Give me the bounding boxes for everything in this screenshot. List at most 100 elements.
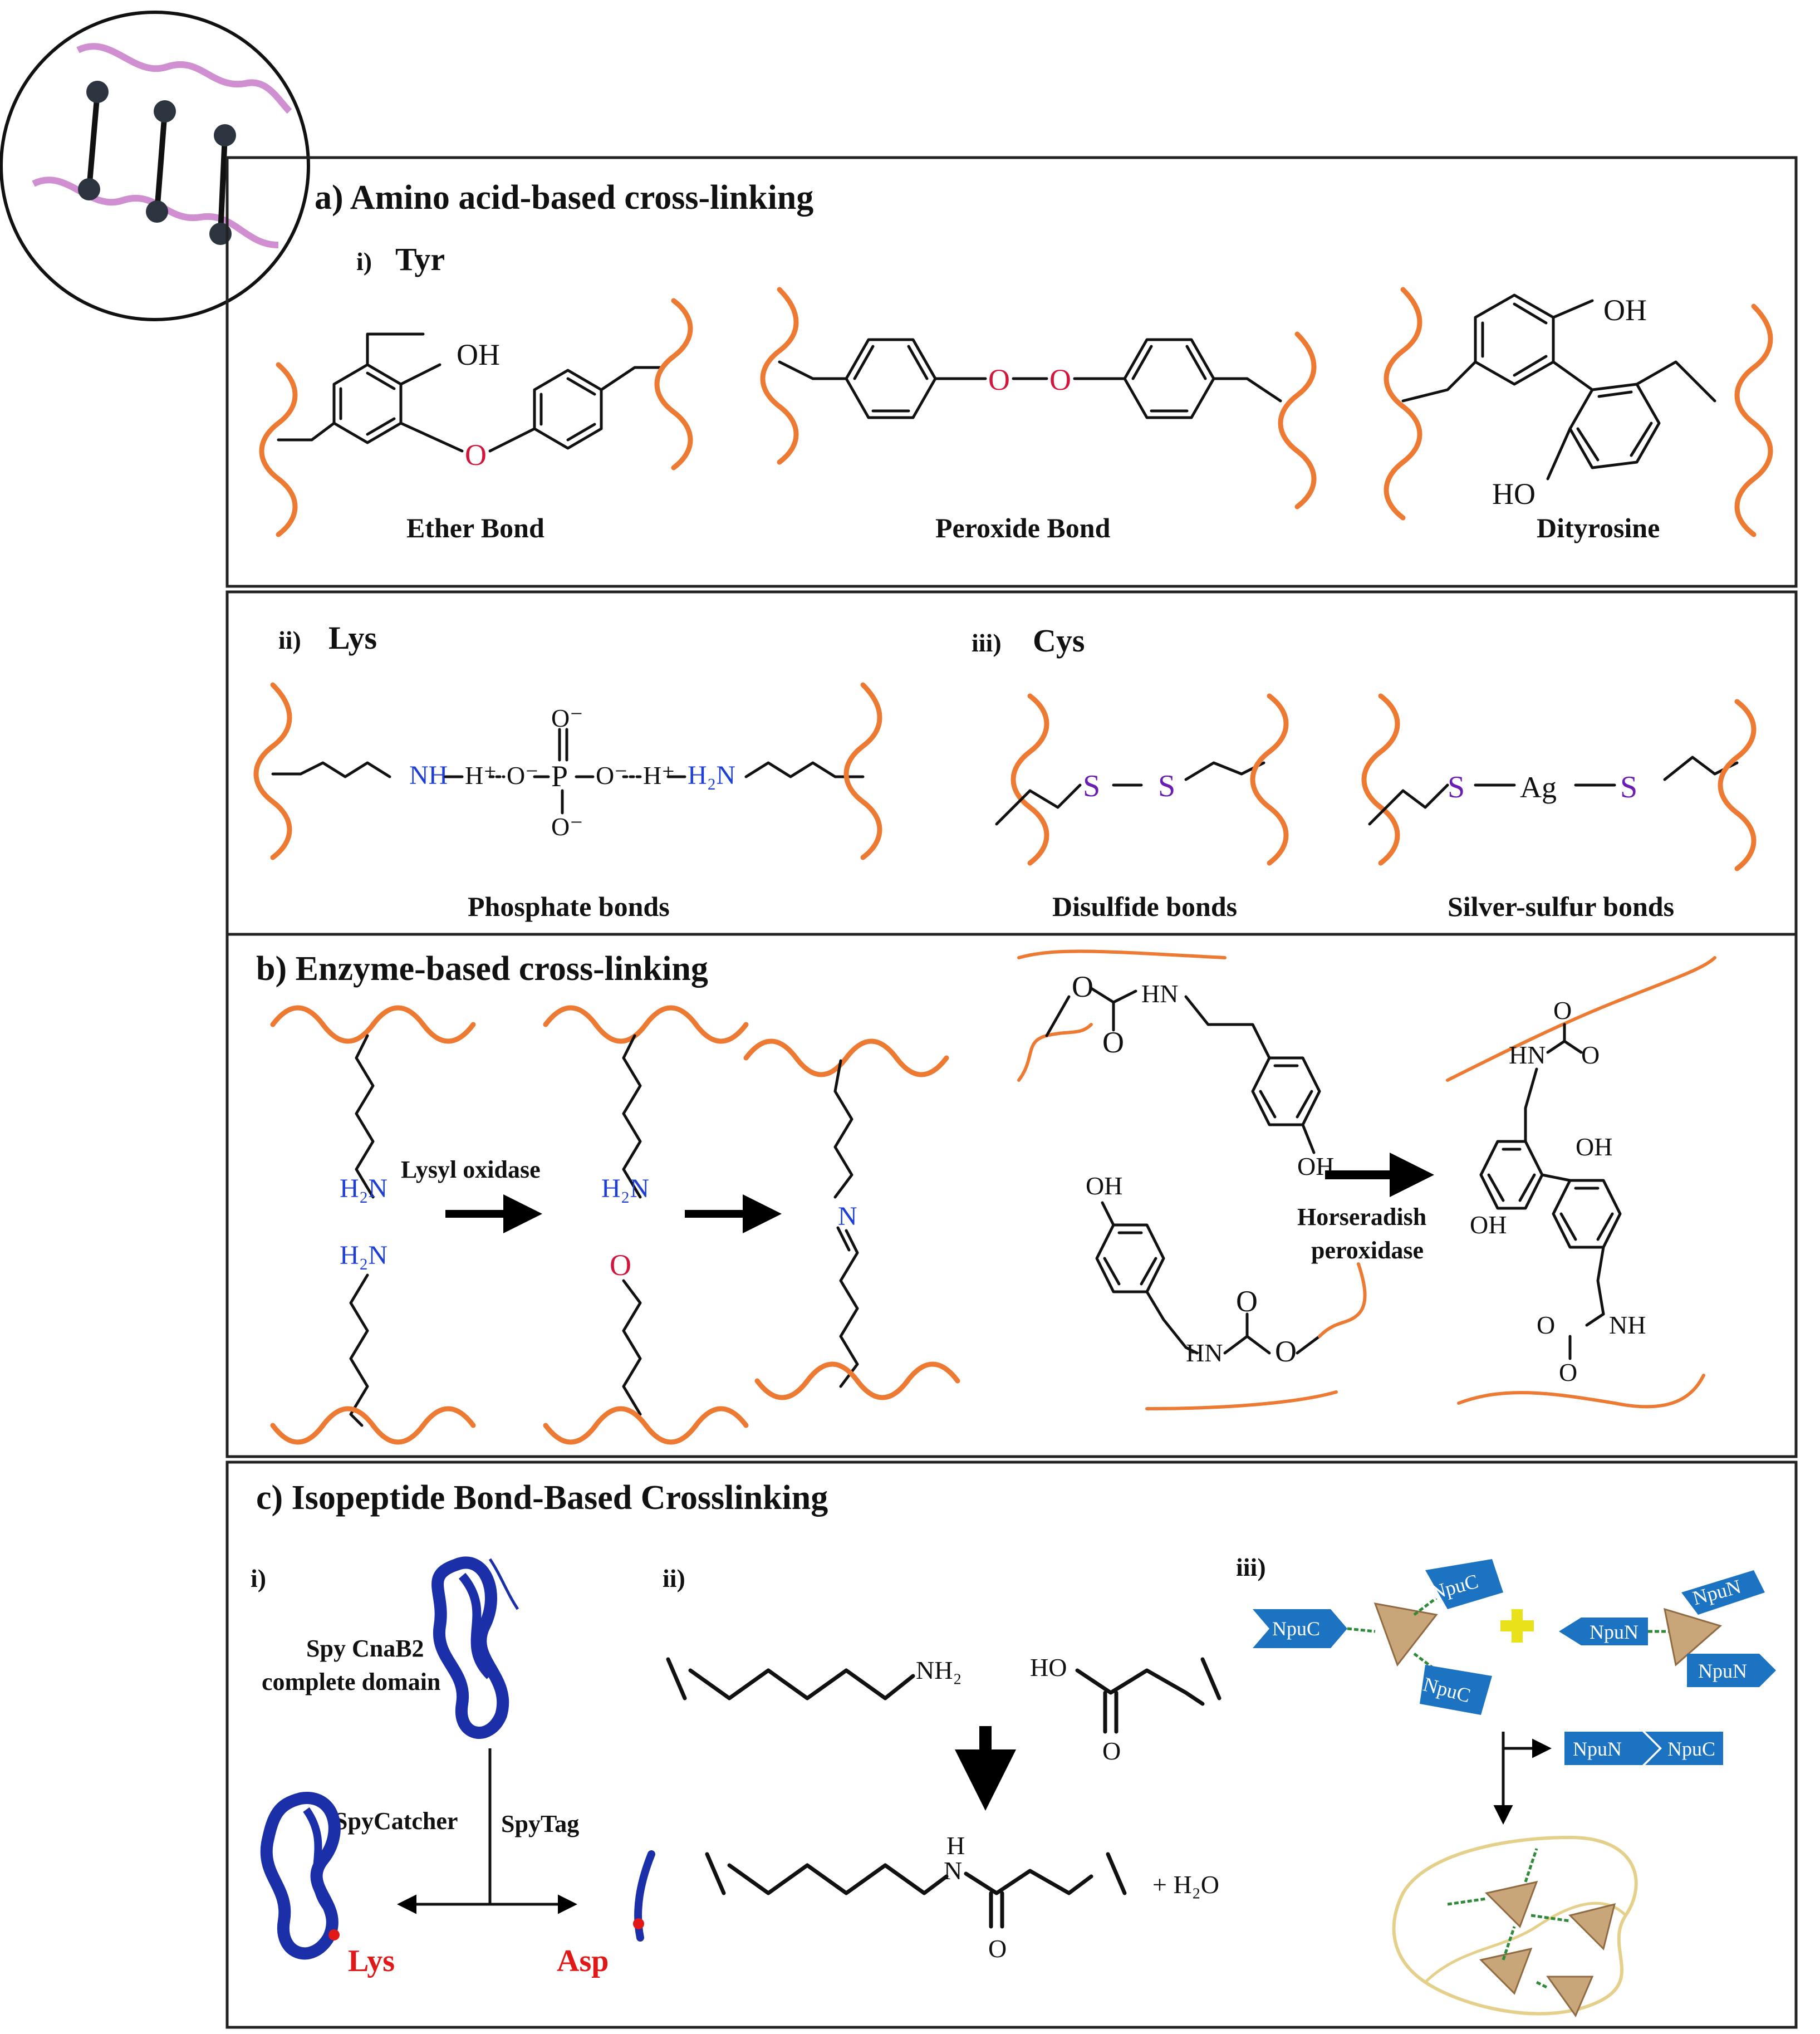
iso-product-o: O: [988, 1934, 1007, 1963]
spy-domain-label-2: complete domain: [262, 1668, 440, 1695]
section-b-title: b) Enzyme-based cross-linking: [256, 950, 708, 988]
iso-product-h: H: [946, 1831, 965, 1860]
hrp-label-1: Horseradish: [1297, 1203, 1426, 1231]
isopeptide-reactants: NH₂ HO O: [666, 1653, 1221, 1765]
lysyl-panel-product: N: [743, 1038, 960, 1400]
section-c-title: c) Isopeptide Bond-Based Crosslinking: [256, 1479, 828, 1517]
isopeptide-product: H N O: [705, 1831, 1127, 1963]
peroxide-bond-caption: Peroxide Bond: [935, 512, 1111, 543]
silver-s-1: S: [1448, 770, 1465, 805]
silver-sulfur-caption: Silver-sulfur bonds: [1448, 891, 1674, 922]
npun-tag-3: NpuN: [1698, 1660, 1747, 1682]
dityrosine-ho-bottom: HO: [1492, 477, 1536, 511]
c-sub-i: i): [251, 1564, 266, 1592]
hrp-bottom-oh: OH: [1086, 1172, 1122, 1200]
disulfide-s-1: S: [1083, 769, 1100, 803]
ether-oh: OH: [457, 338, 500, 371]
disulfide-caption: Disulfide bonds: [1052, 891, 1237, 922]
lysyl-oxidase-label: Lysyl oxidase: [401, 1156, 541, 1183]
hrp-product-o-ester-bottom: O: [1559, 1358, 1577, 1386]
phosphate-o-left: O⁻: [507, 761, 539, 790]
lysyl-intermediate-o: O: [610, 1248, 631, 1282]
peroxide-oxygen-1: O: [988, 363, 1010, 396]
plus-sign: [1500, 1609, 1534, 1643]
npu-network: [1392, 1835, 1638, 2018]
lysyl-product-n: N: [838, 1202, 857, 1231]
iso-product-n: N: [944, 1856, 962, 1885]
phosphate-p: P: [551, 759, 568, 793]
hrp-product-o-bottom: O: [1537, 1311, 1555, 1339]
dityrosine-caption: Dityrosine: [1537, 512, 1660, 543]
cys-roman: iii): [972, 629, 1002, 657]
spytag-label: SpyTag: [501, 1810, 579, 1837]
lysyl-intermediate-h2n: H₂N: [601, 1174, 649, 1203]
section-b-frame: [225, 933, 1798, 1458]
asp-label: Asp: [557, 1944, 609, 1978]
iso-ho: HO: [1030, 1653, 1067, 1682]
npu-byproduct: NpuN NpuC: [1564, 1732, 1723, 1765]
section-c-frame: [225, 1460, 1798, 2029]
ether-bond-structure: OH O: [259, 298, 693, 537]
hrp-product: O HN O OH OH O NH O: [1446, 956, 1716, 1409]
ether-oxygen: O: [465, 438, 487, 472]
spycatcher-protein: [260, 1792, 341, 1960]
hrp-bottom-o-ester: O: [1275, 1335, 1297, 1368]
silver-sulfur-bond-structure: S Ag S: [1361, 693, 1757, 871]
dityrosine-structure: OH HO: [1384, 287, 1773, 537]
lysyl-h2n-top: H₂N: [340, 1174, 387, 1203]
phosphate-o-right: O⁻: [596, 761, 628, 790]
npuc-tag-1: NpuC: [1272, 1618, 1320, 1640]
iso-nh2: NH₂: [916, 1656, 961, 1684]
peroxide-oxygen-2: O: [1049, 363, 1071, 396]
tyr-roman: i): [356, 247, 372, 276]
hrp-product-nh: NH: [1609, 1311, 1646, 1339]
hrp-reactants: O O HN OH OH HN O O: [1017, 949, 1367, 1410]
cys-label: Cys: [1033, 623, 1085, 659]
ether-bond-caption: Ether Bond: [406, 512, 544, 543]
section-a-title: a) Amino acid-based cross-linking: [315, 179, 813, 217]
npuc-tag-byproduct: NpuC: [1667, 1738, 1715, 1760]
peroxide-bond-structure: O O: [760, 287, 1317, 509]
c-sub-ii: ii): [663, 1564, 685, 1592]
spycatcher-label: SpyCatcher: [334, 1807, 458, 1835]
npun-tag-1: NpuN: [1590, 1621, 1639, 1643]
tyr-label: Tyr: [395, 241, 445, 277]
spy-cnab2-domain: [431, 1556, 519, 1739]
hrp-product-o-top: O: [1581, 1041, 1600, 1069]
npu-reactant-right: NpuN NpuN NpuN: [1559, 1570, 1776, 1687]
lys-label: Lys: [328, 620, 377, 656]
hrp-top-o-ester: O: [1072, 970, 1093, 1003]
hrp-product-oh-1: OH: [1576, 1133, 1612, 1161]
hrp-top-hn: HN: [1141, 979, 1178, 1008]
dityrosine-oh-top: OH: [1603, 293, 1647, 327]
spytag-peptide: [633, 1850, 655, 1942]
hrp-top-o-carbonyl: O: [1102, 1026, 1124, 1059]
iso-plus-water: + H₂O: [1152, 1870, 1219, 1899]
spy-domain-label-1: Spy CnaB2: [306, 1635, 424, 1662]
disulfide-bond-structure: S S: [995, 693, 1289, 866]
phosphate-bond-structure: NH H⁺ O⁻ P O⁻ O⁻ O⁻ H⁺ H₂N: [253, 682, 882, 860]
lys-roman: ii): [278, 626, 301, 654]
npu-reactant-left: NpuC NpuC NpuC: [1253, 1559, 1503, 1715]
lysyl-panel-reactant: H₂N H₂N: [270, 1005, 476, 1445]
lysyl-h2n-bottom: H₂N: [340, 1241, 387, 1270]
hrp-label-2: peroxidase: [1311, 1237, 1424, 1264]
c-sub-iii: iii): [1236, 1553, 1266, 1581]
phosphate-nh-left: NH: [409, 761, 448, 790]
lys-label: Lys: [348, 1944, 395, 1978]
hrp-product-o-ester-top: O: [1553, 996, 1572, 1025]
disulfide-s-2: S: [1158, 769, 1175, 803]
hrp-bottom-o-carbonyl: O: [1236, 1285, 1258, 1318]
section-a-tyr-frame: [225, 156, 1798, 588]
silver-ag: Ag: [1520, 771, 1557, 804]
hrp-product-oh-2: OH: [1470, 1210, 1507, 1239]
hrp-bottom-hn: HN: [1186, 1339, 1223, 1367]
phosphate-o-bottom: O⁻: [551, 812, 583, 841]
section-a-lys-cys-frame: [225, 590, 1798, 936]
phosphate-caption: Phosphate bonds: [468, 891, 670, 922]
hrp-product-hn: HN: [1509, 1041, 1546, 1069]
crosslink-icon: [0, 11, 310, 321]
npun-tag-byproduct: NpuN: [1573, 1738, 1622, 1760]
silver-s-2: S: [1620, 770, 1637, 805]
